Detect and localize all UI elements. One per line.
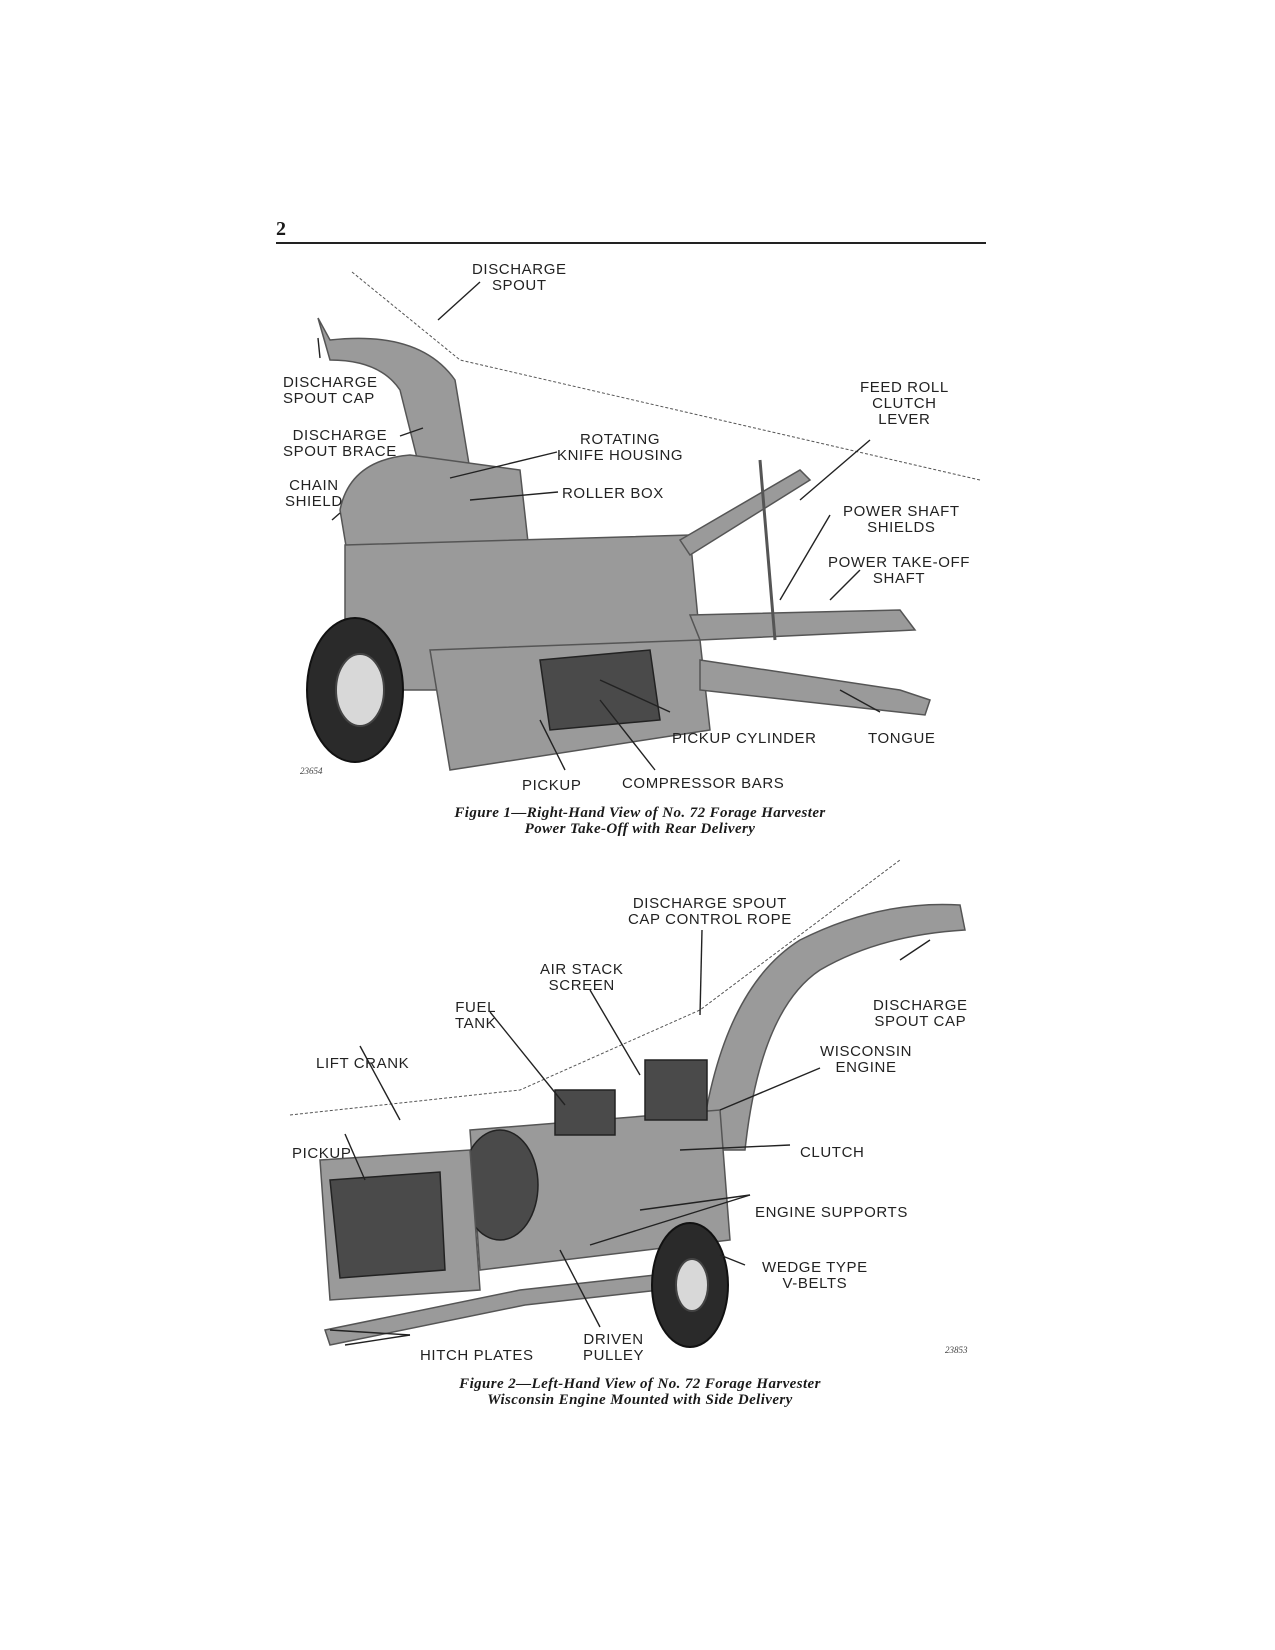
header-rule xyxy=(276,242,986,244)
discharge-spout-shape xyxy=(317,317,471,471)
label-wedge-type-v-belts: WEDGE TYPE V-BELTS xyxy=(762,1259,868,1292)
label-feed-roll-clutch-lever: FEED ROLL CLUTCH LEVER xyxy=(860,379,949,428)
label-engine-supports: ENGINE SUPPORTS xyxy=(755,1204,908,1221)
figure-1-caption: Figure 1—Right-Hand View of No. 72 Forag… xyxy=(454,805,826,837)
label-roller-box: ROLLER BOX xyxy=(562,485,664,502)
label-discharge-spout: DISCHARGE SPOUT xyxy=(472,261,567,294)
label-discharge-spout-brace: DISCHARGE SPOUT BRACE xyxy=(283,427,397,460)
label-air-stack-screen: AIR STACK SCREEN xyxy=(540,961,624,994)
label-rotating-knife-housing: ROTATING KNIFE HOUSING xyxy=(557,431,684,464)
figure-1-negative-number: 23654 xyxy=(300,766,323,776)
label-discharge-spout-cap-2: DISCHARGE SPOUT CAP xyxy=(873,997,968,1030)
label-power-shaft-shields: POWER SHAFT SHIELDS xyxy=(843,503,960,536)
label-wisconsin-engine: WISCONSIN ENGINE xyxy=(820,1043,913,1076)
label-clutch: CLUTCH xyxy=(800,1144,865,1161)
label-power-take-off-shaft: POWER TAKE-OFF SHAFT xyxy=(828,554,971,587)
figure-2-negative-number: 23853 xyxy=(945,1345,968,1355)
label-compressor-bars: COMPRESSOR BARS xyxy=(622,775,785,792)
label-chain-shield: CHAIN SHIELD xyxy=(285,477,343,510)
label-driven-pulley: DRIVEN PULLEY xyxy=(583,1331,645,1364)
label-pickup: PICKUP xyxy=(522,777,582,794)
page-number: 2 xyxy=(276,218,286,240)
label-pickup-2: PICKUP xyxy=(292,1145,352,1162)
label-tongue: TONGUE xyxy=(868,730,936,747)
figure-2-caption: Figure 2—Left-Hand View of No. 72 Forage… xyxy=(459,1376,821,1408)
label-lift-crank: LIFT CRANK xyxy=(316,1055,410,1072)
label-pickup-cylinder: PICKUP CYLINDER xyxy=(672,730,817,747)
label-hitch-plates: HITCH PLATES xyxy=(420,1347,534,1364)
label-discharge-spout-cap-control-rope: DISCHARGE SPOUT CAP CONTROL ROPE xyxy=(628,895,792,928)
label-discharge-spout-cap: DISCHARGE SPOUT CAP xyxy=(283,374,378,407)
label-fuel-tank: FUEL TANK xyxy=(455,999,497,1032)
